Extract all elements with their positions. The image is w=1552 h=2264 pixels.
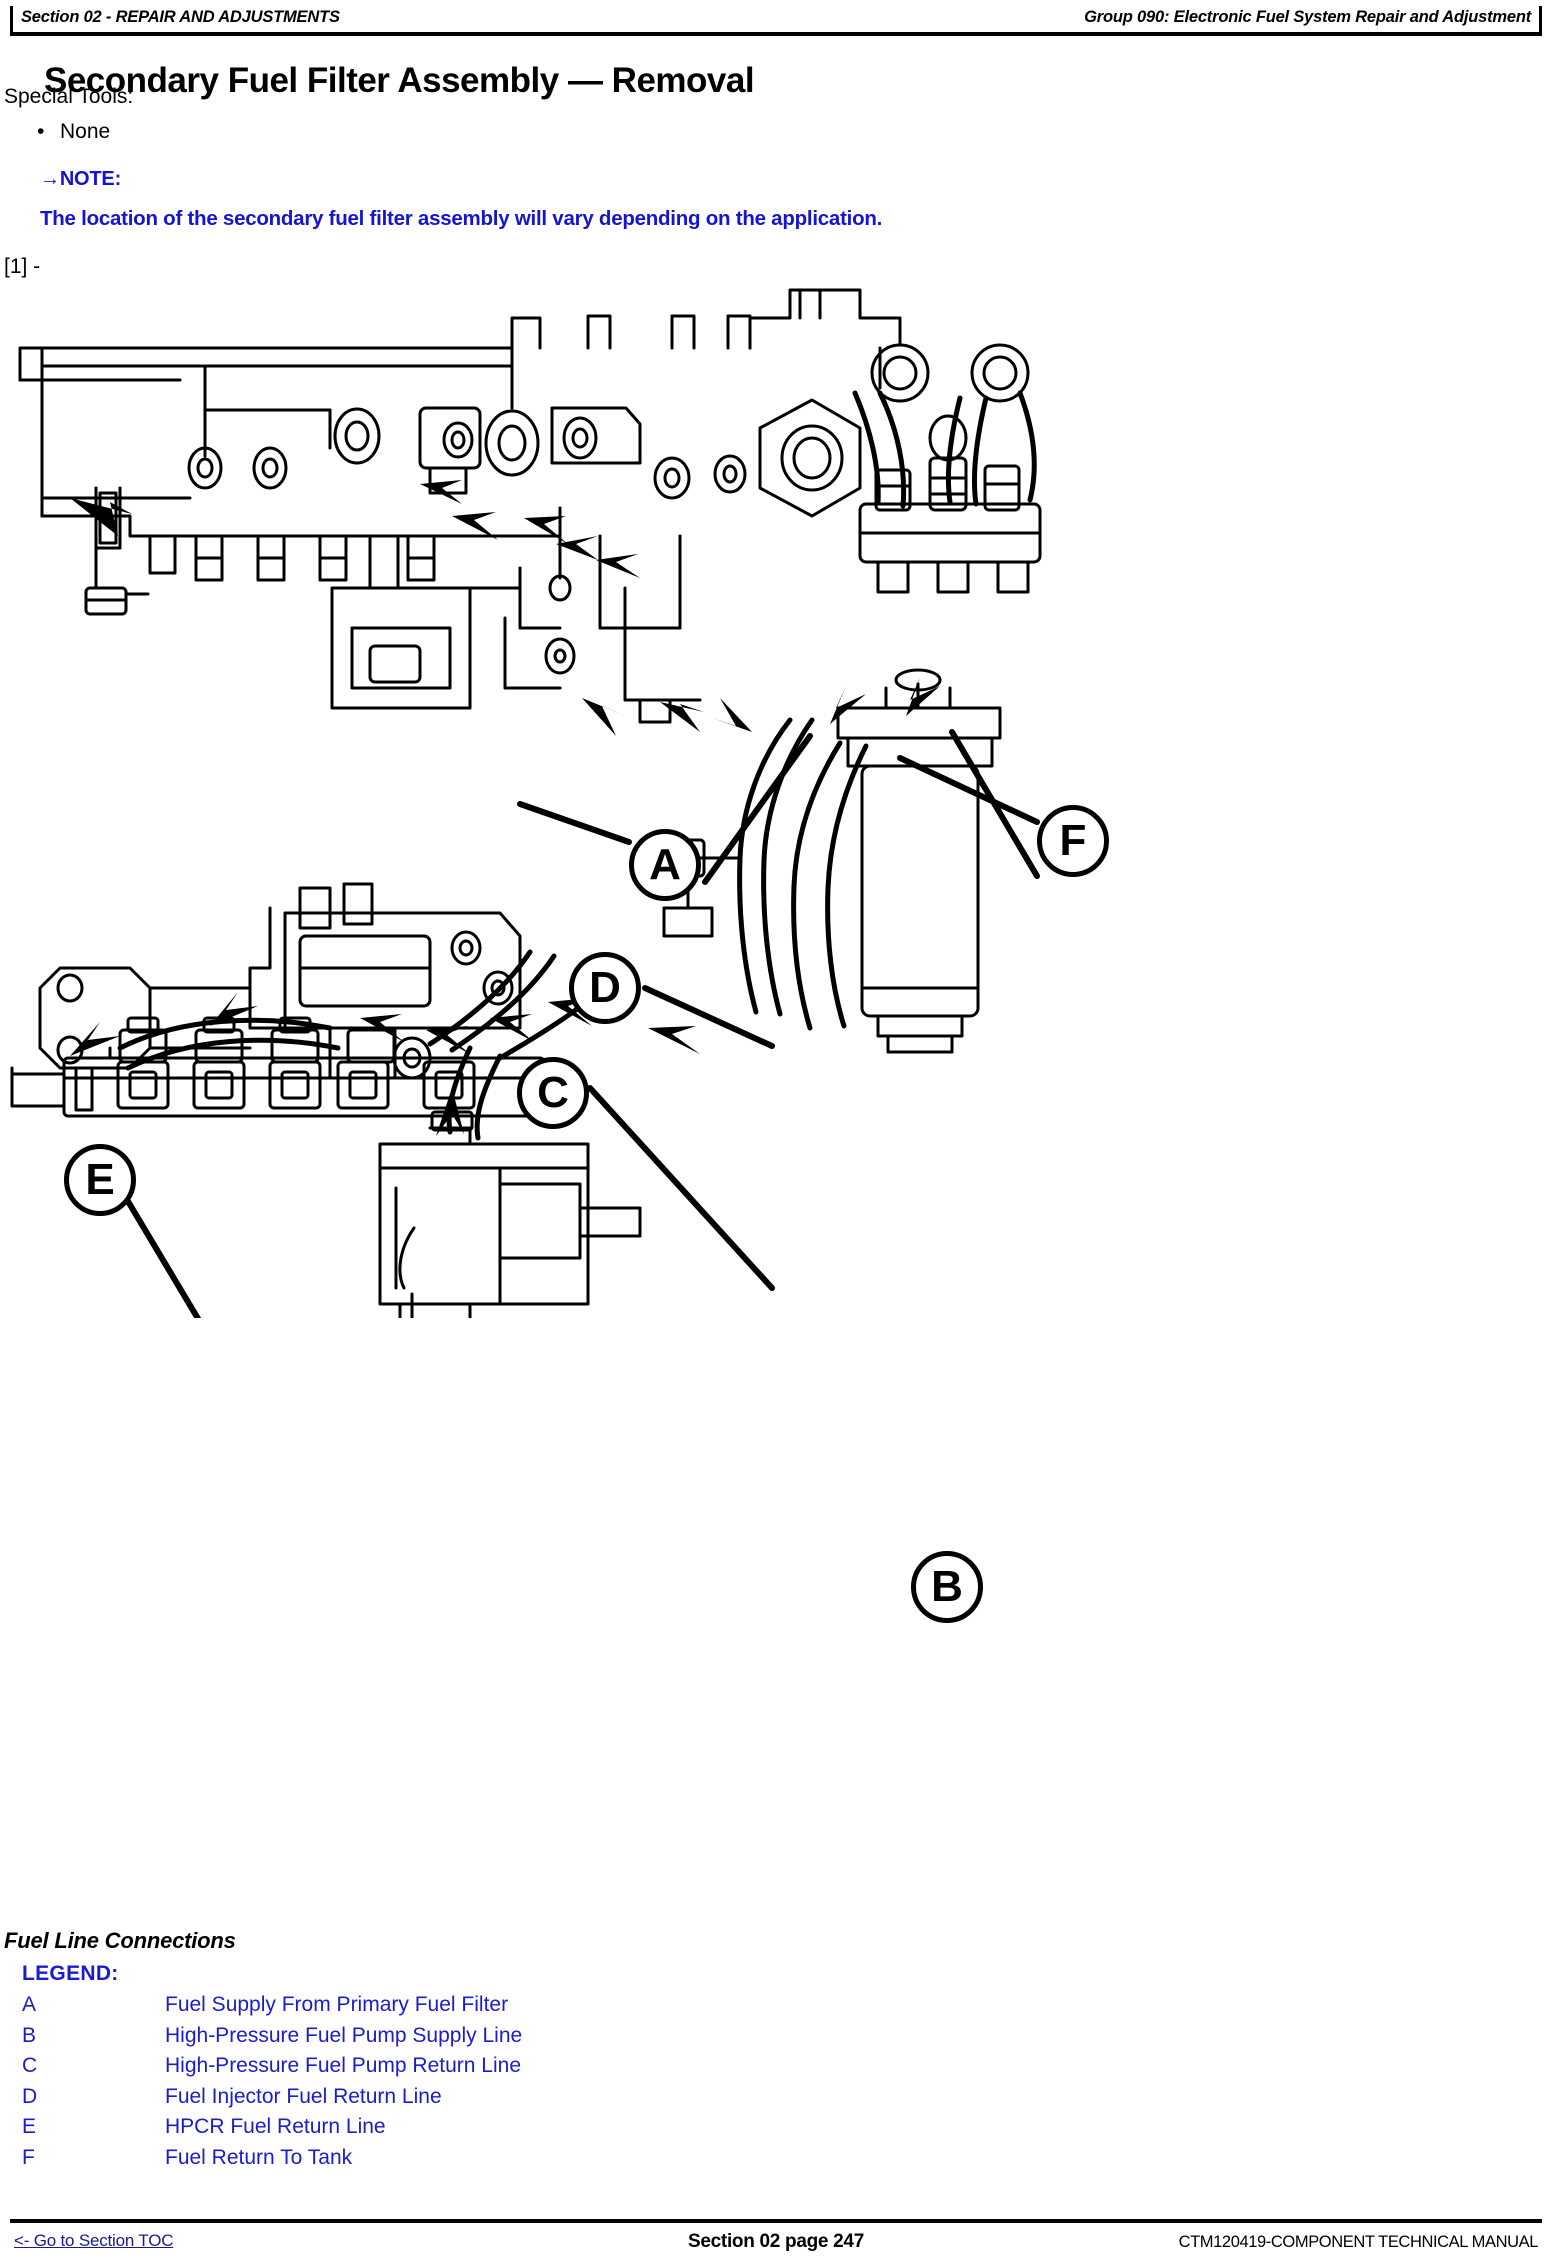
footer-page-number: Section 02 page 247 [688, 2231, 864, 2252]
table-row: A Fuel Supply From Primary Fuel Filter [22, 1990, 522, 2021]
callout-e: E [64, 1144, 136, 1216]
page-header: Section 02 - REPAIR AND ADJUSTMENTS Grou… [10, 6, 1542, 36]
figure-illustration [0, 288, 1160, 1318]
legend-value: High-Pressure Fuel Pump Return Line [165, 2054, 521, 2077]
legend-title: LEGEND: [22, 1962, 119, 1985]
legend-key: F [22, 2145, 35, 2169]
list-item: • None [37, 118, 111, 146]
callout-letter: B [931, 1562, 963, 1611]
callout-letter: E [85, 1155, 115, 1204]
legend-key: A [22, 1993, 37, 2016]
arrow-right-icon: → [40, 168, 60, 190]
callout-letter: D [589, 963, 621, 1012]
leader-lines [123, 729, 1040, 1318]
callout-b: B [911, 1551, 983, 1623]
table-row: F Fuel Return To Tank [22, 2143, 522, 2174]
callout-f: F [1037, 805, 1109, 877]
bullet-icon: • [37, 120, 45, 143]
figure-caption: Fuel Line Connections [4, 1928, 236, 1953]
note-label-text: NOTE: [59, 168, 122, 190]
go-to-section-toc-link[interactable]: <- Go to Section TOC [14, 2231, 174, 2250]
footer-divider [10, 2219, 1542, 2223]
legend-value: HPCR Fuel Return Line [165, 2115, 386, 2138]
note-text: The location of the secondary fuel filte… [40, 207, 883, 230]
footer-manual-id: CTM120419-COMPONENT TECHNICAL MANUAL [1178, 2233, 1539, 2251]
table-row: E HPCR Fuel Return Line [22, 2112, 522, 2143]
legend-value: High-Pressure Fuel Pump Supply Line [165, 2023, 523, 2047]
table-row: C High-Pressure Fuel Pump Return Line [22, 2051, 522, 2082]
special-tools-list: • None [0, 118, 110, 146]
header-section-label: Section 02 - REPAIR AND ADJUSTMENTS [21, 8, 340, 26]
table-row: B High-Pressure Fuel Pump Supply Line [22, 2021, 522, 2052]
table-row: D Fuel Injector Fuel Return Line [22, 2082, 522, 2113]
legend-table: A Fuel Supply From Primary Fuel Filter B… [22, 1990, 522, 2173]
flow-arrows [70, 480, 940, 1136]
legend-key: D [22, 2084, 38, 2108]
note-label: →NOTE: [40, 168, 882, 191]
legend: LEGEND: A Fuel Supply From Primary Fuel … [22, 1962, 522, 2173]
legend-key: C [22, 2054, 38, 2077]
callout-a: A [629, 829, 701, 901]
step-marker: [1] - [4, 255, 41, 278]
callout-d: D [569, 952, 641, 1024]
legend-value: Fuel Return To Tank [165, 2145, 353, 2169]
legend-value: Fuel Supply From Primary Fuel Filter [165, 1993, 509, 2016]
page-footer: <- Go to Section TOC Section 02 page 247… [10, 2231, 1542, 2261]
fuel-system-line-drawing [10, 288, 1042, 1318]
callout-c: C [517, 1057, 589, 1129]
note-block: →NOTE: The location of the secondary fue… [40, 168, 882, 231]
legend-key: E [22, 2115, 37, 2138]
legend-value: Fuel Injector Fuel Return Line [165, 2084, 442, 2108]
callout-letter: A [649, 840, 681, 889]
page-title: Secondary Fuel Filter Assembly — Removal [44, 61, 755, 101]
special-tools-label: Special Tools: [4, 85, 134, 108]
header-group-label: Group 090: Electronic Fuel System Repair… [1084, 8, 1531, 26]
callout-letter: F [1059, 816, 1087, 865]
special-tool-name: None [60, 120, 111, 143]
legend-key: B [22, 2023, 37, 2047]
callout-letter: C [537, 1068, 569, 1117]
